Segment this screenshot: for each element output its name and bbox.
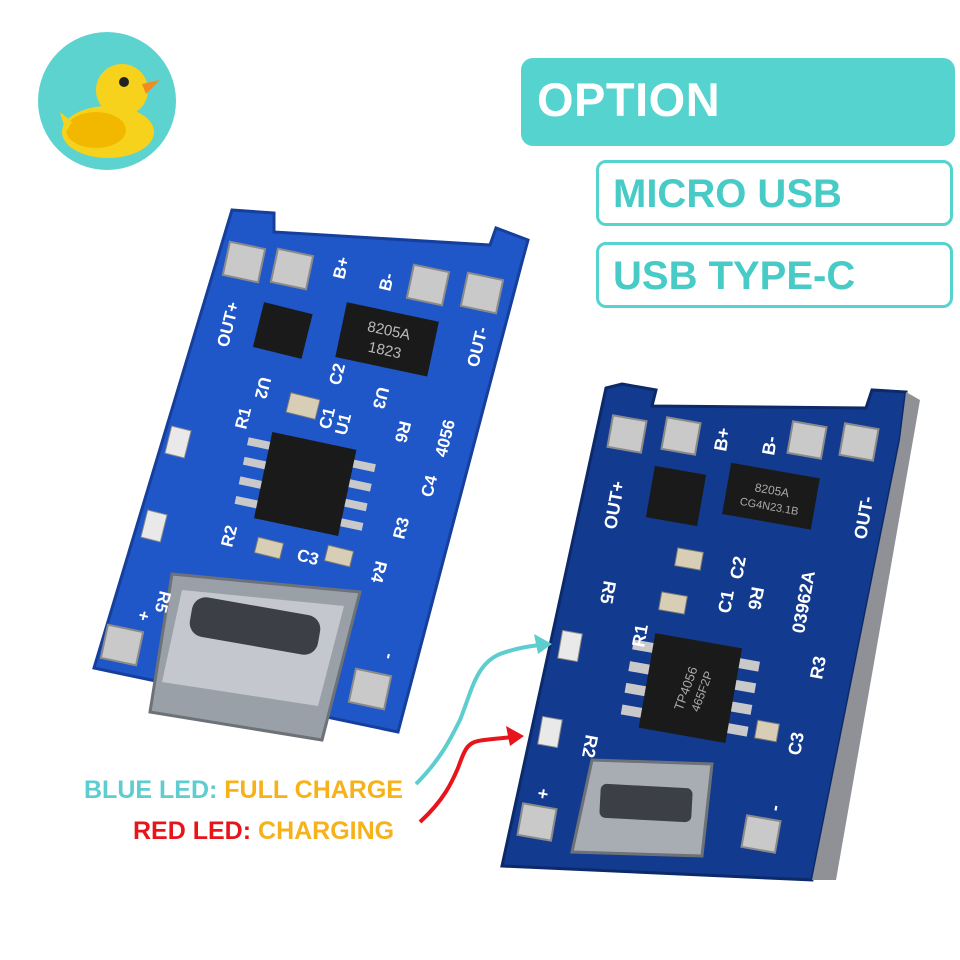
tc-label-r5: R5 xyxy=(151,589,175,615)
mu-label-c3: C3 xyxy=(784,731,808,757)
tc-label-u3: U3 xyxy=(369,385,393,411)
tc-label-r6: R6 xyxy=(391,419,415,445)
micro-usb-board: 8205A CG4N23.1B TP4056 465F2P xyxy=(500,382,920,882)
mu-label-r3: R3 xyxy=(806,655,830,681)
usb-type-c-connector xyxy=(148,572,362,742)
legend-blue-key: BLUE LED: xyxy=(84,776,218,804)
option-usb-type-c-label: USB TYPE-C xyxy=(613,254,856,298)
tc-label-c1: C1 xyxy=(315,405,339,431)
tc-label-c3: C3 xyxy=(295,545,321,569)
tc-label-minus: - xyxy=(377,651,397,661)
mu-label-bminus: B- xyxy=(758,435,781,457)
tc-label-u2: U2 xyxy=(251,375,275,401)
mu-label-r6: R6 xyxy=(744,585,768,611)
chip-u3: 8205A 1823 xyxy=(335,302,439,377)
option-micro-usb-label: MICRO USB xyxy=(613,172,842,216)
mu-label-c1: C1 xyxy=(714,589,738,615)
tc-label-r1: R1 xyxy=(231,405,255,431)
tc-label-c4: C4 xyxy=(417,473,441,499)
legend-blue-value: FULL CHARGE xyxy=(224,776,403,804)
option-usb-type-c: USB TYPE-C xyxy=(596,242,953,308)
type-c-board: 8205A 1823 B+ B- xyxy=(92,208,530,742)
blue-led-arrow-icon xyxy=(414,634,552,786)
mu-label-c2: C2 xyxy=(726,555,750,581)
mu-label-r1: R1 xyxy=(628,623,652,649)
chip-q: 8205A CG4N23.1B xyxy=(722,462,820,530)
tc-label-c2: C2 xyxy=(325,361,349,387)
mu-label-r5: R5 xyxy=(596,579,620,605)
legend-blue-led: BLUE LED: FULL CHARGE xyxy=(84,776,403,805)
chip-tp4056: TP4056 465F2P xyxy=(620,633,760,743)
tc-label-r4: R4 xyxy=(367,559,391,585)
duck-logo-icon xyxy=(38,32,176,170)
legend-red-led: RED LED: CHARGING xyxy=(133,817,394,846)
option-header: OPTION xyxy=(521,58,955,146)
option-micro-usb: MICRO USB xyxy=(596,160,953,226)
red-led-arrow-icon xyxy=(418,726,524,824)
mu-label-r2: R2 xyxy=(578,733,602,759)
tc-label-u1: U1 xyxy=(331,411,355,437)
tc-label-bminus: B- xyxy=(375,271,398,293)
micro-usb-connector xyxy=(570,758,714,858)
tc-label-r2: R2 xyxy=(217,523,241,549)
mu-label-plus: + xyxy=(532,787,554,801)
mu-label-bplus: B+ xyxy=(710,426,734,453)
tc-label-plus: + xyxy=(133,609,154,623)
legend-red-value: CHARGING xyxy=(258,817,395,845)
chip-u3-line2: 1823 xyxy=(367,339,403,363)
chip-q-line1: 8205A xyxy=(754,480,791,500)
tc-label-bplus: B+ xyxy=(329,255,353,281)
option-title: OPTION xyxy=(537,73,721,126)
legend-red-key: RED LED: xyxy=(133,817,252,845)
tc-label-r3: R3 xyxy=(389,515,413,541)
mu-label-minus: - xyxy=(764,803,785,812)
